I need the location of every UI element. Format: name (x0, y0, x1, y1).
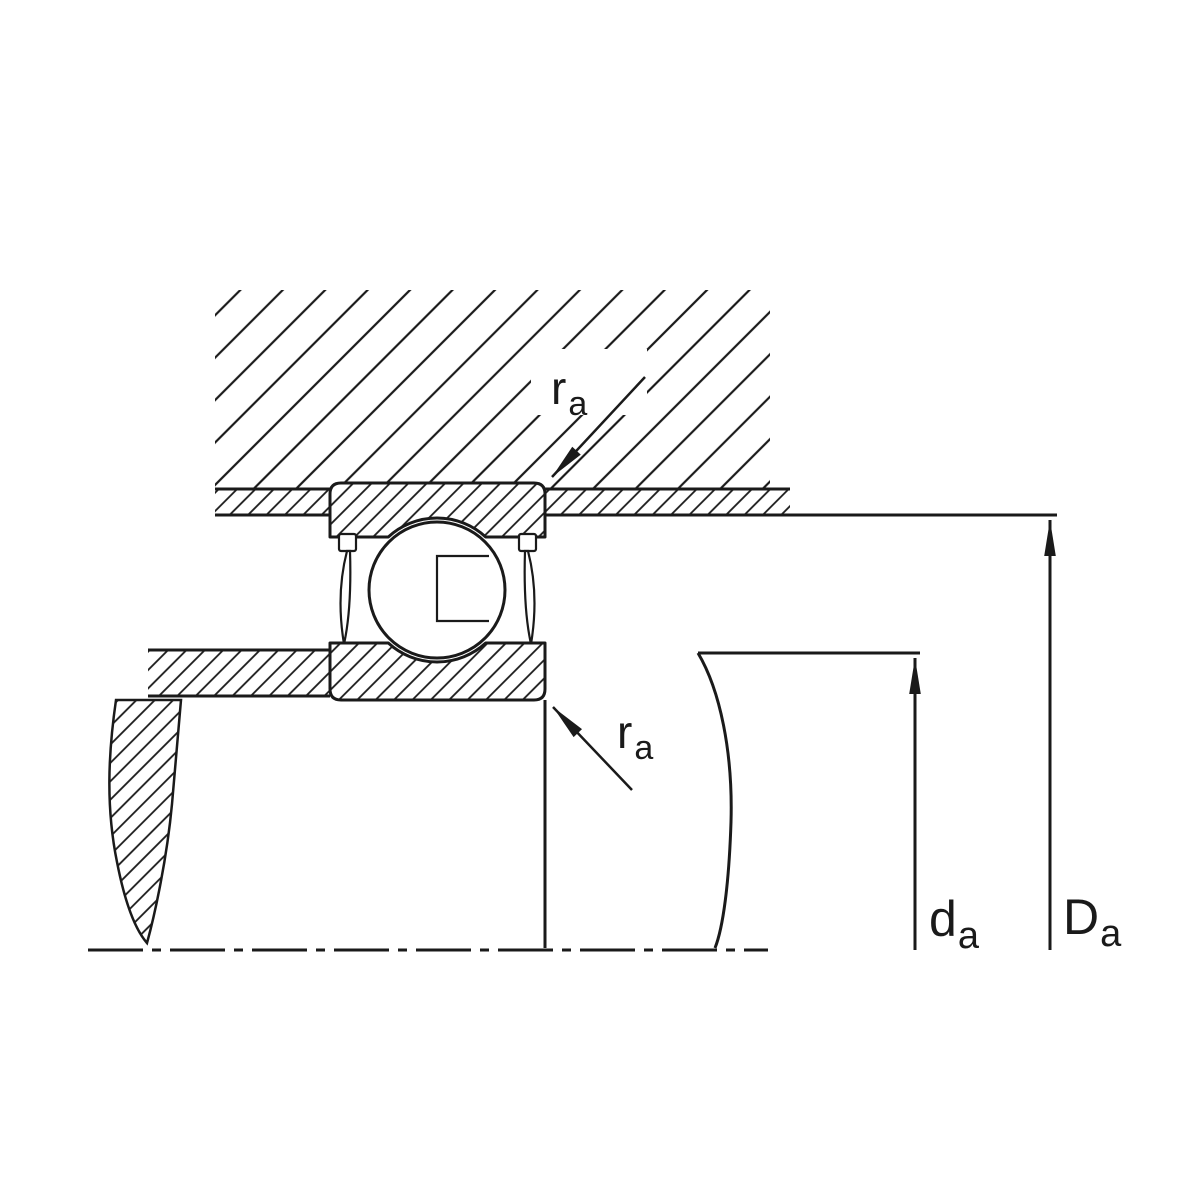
bearing-inner-ring-section (328, 641, 547, 702)
shaft-profile-curve (696, 652, 733, 949)
housing-shoulder-left-section (215, 489, 330, 515)
housing-section-hatch (215, 290, 770, 489)
shaft-shoulder-section (148, 650, 330, 696)
seal-lip-right (523, 549, 536, 645)
seal-anchor-left (337, 532, 358, 553)
housing-shoulder-right-section (545, 489, 790, 515)
bearing-cage-mark (435, 554, 489, 623)
label-ra-top: ra (551, 362, 587, 423)
label-Da: Da (1063, 889, 1122, 955)
leader-ra-top (551, 376, 646, 478)
bearing-seal-left (337, 532, 358, 645)
label-da: da (929, 891, 980, 957)
shaft-breakout-section (108, 698, 183, 946)
bearing-seal-right (517, 532, 538, 645)
seal-lip-left (339, 549, 352, 645)
leader-ra-bottom (552, 706, 633, 791)
label-ra-bottom: ra (617, 706, 653, 767)
seal-anchor-right (517, 532, 538, 553)
label-mask-ra-top (531, 349, 647, 415)
bearing-outer-ring-section (328, 481, 547, 539)
